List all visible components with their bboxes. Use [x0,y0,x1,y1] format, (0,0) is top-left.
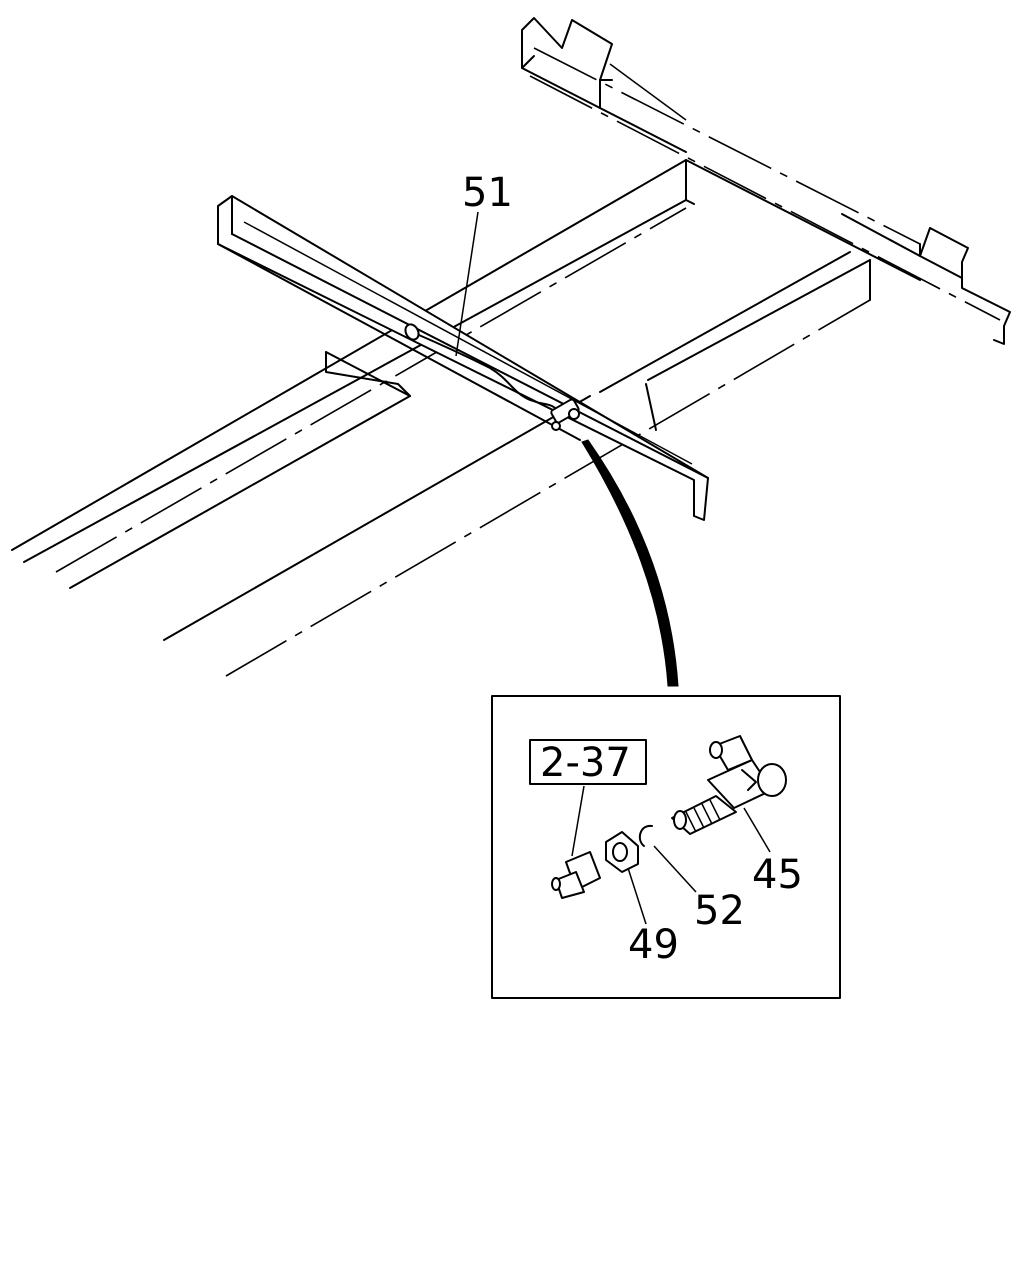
union-fitting-part [671,735,787,835]
reference-label: 2-37 [540,740,631,786]
washer-part [638,824,653,847]
detail-leader [581,439,679,687]
flare-nut-part [551,851,601,899]
callout-49-label: 49 [628,922,679,968]
callout-51-label: 51 [462,170,513,216]
rear-crossmember [521,17,1011,345]
callout-52-label: 52 [694,888,745,934]
callout-45-label: 45 [752,852,803,898]
detail-frame [491,695,841,999]
callout-51: 51 [455,170,513,357]
brake-pipe [404,323,580,431]
detail-view: 2-37 49 52 [491,695,841,999]
front-crossmember [217,195,709,521]
reference-box [529,739,647,785]
hex-nut-part [605,831,639,873]
pipe-connector [550,398,580,431]
side-rails [11,159,871,677]
